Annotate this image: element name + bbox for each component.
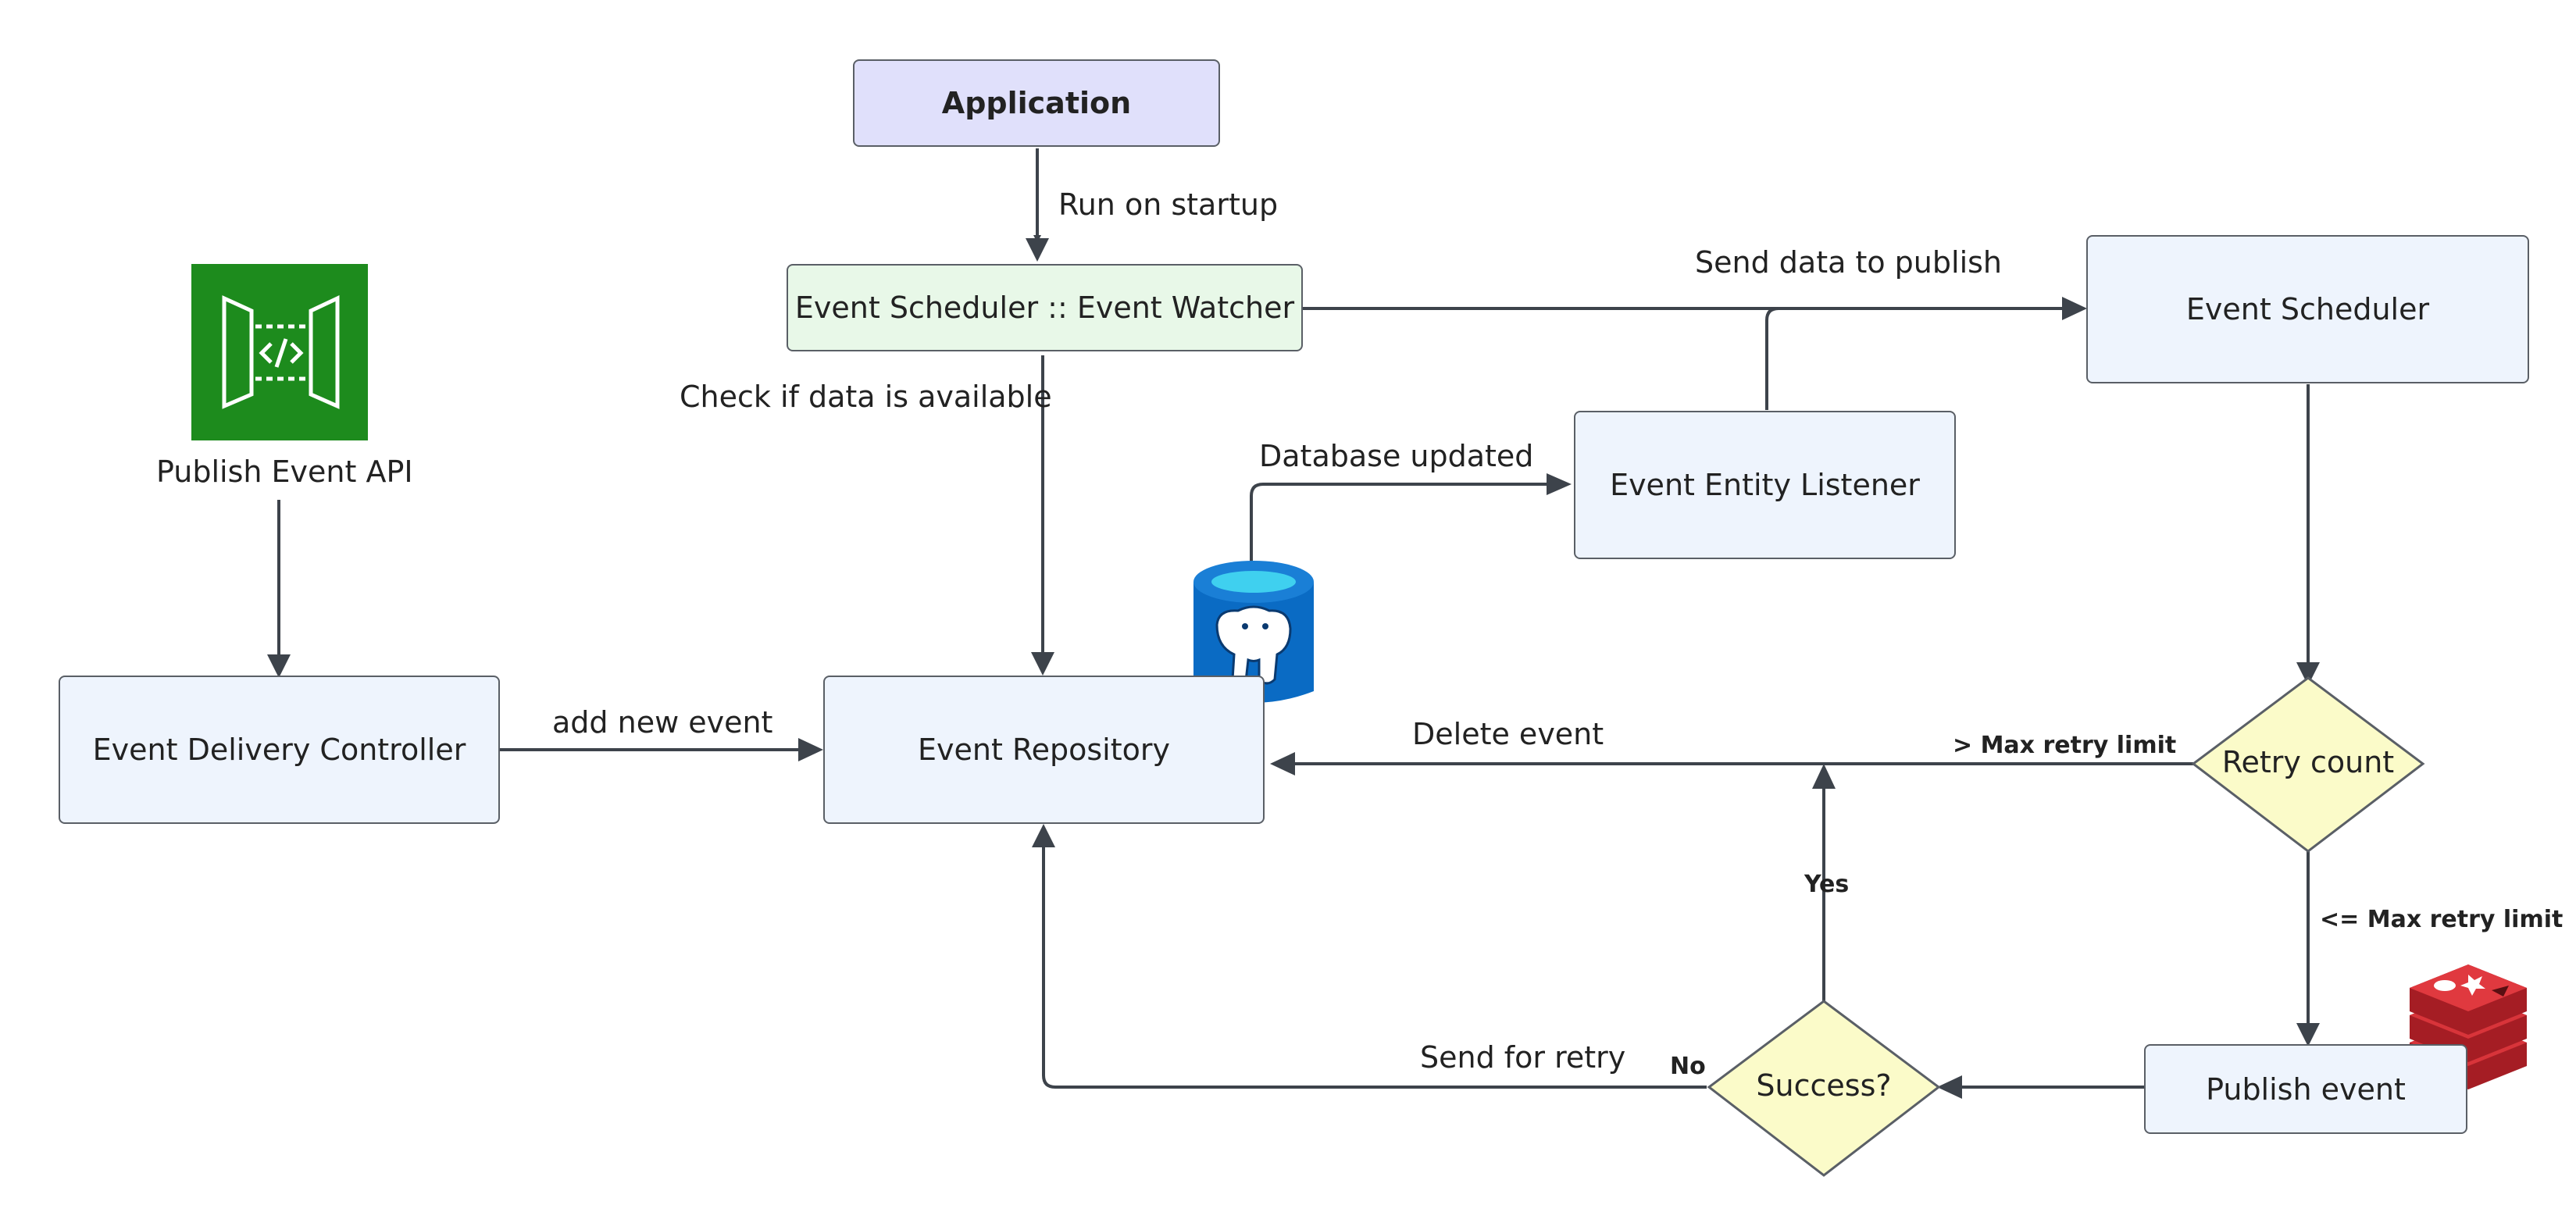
redis-icon <box>2410 964 2527 1089</box>
postgresql-icon <box>1193 561 1314 703</box>
arrowhead <box>1026 238 1049 262</box>
edge-label-run-on-startup: Run on startup <box>1058 187 1279 222</box>
event-watcher-node[interactable]: Event Scheduler :: Event Watcher <box>787 264 1303 351</box>
arrowhead <box>1270 752 1295 775</box>
event-repository-label: Event Repository <box>918 733 1170 767</box>
arrowhead <box>2296 662 2320 686</box>
application-label: Application <box>941 86 1132 120</box>
edge-label-yes: Yes <box>1804 871 1850 898</box>
retry-count-diamond <box>2191 676 2425 853</box>
success-label[interactable]: Success? <box>1756 1068 1892 1103</box>
edge-label-gt-max-retry: > Max retry limit <box>1953 732 2177 759</box>
edge-label-add-new-event: add new event <box>552 705 773 740</box>
publish-event-api-label: Publish Event API <box>156 455 413 489</box>
arrowhead <box>1031 652 1054 676</box>
event-scheduler-node[interactable]: Event Scheduler <box>2086 235 2529 383</box>
event-repository-node[interactable]: Event Repository <box>823 676 1265 824</box>
retry-count-label[interactable]: Retry count <box>2221 745 2395 779</box>
event-delivery-controller-label: Event Delivery Controller <box>92 733 466 767</box>
arrowhead <box>1547 473 1572 495</box>
edge-success-no <box>1042 840 1707 1089</box>
event-scheduler-label: Event Scheduler <box>2185 292 2430 326</box>
publish-event-label: Publish event <box>2206 1071 2406 1107</box>
edge-label-database-updated: Database updated <box>1259 439 1534 473</box>
event-delivery-controller-node[interactable]: Event Delivery Controller <box>59 676 500 824</box>
application-node[interactable]: Application <box>853 59 1220 147</box>
edge-label-delete-event: Delete event <box>1412 717 1604 751</box>
arrowhead <box>1812 764 1836 789</box>
success-diamond <box>1707 1000 1941 1177</box>
edge-db-to-listener <box>1250 483 1554 562</box>
edge-listener-to-scheduler <box>1765 307 1779 410</box>
event-watcher-label: Event Scheduler :: Event Watcher <box>794 291 1295 325</box>
edge-label-send-for-retry: Send for retry <box>1420 1040 1626 1075</box>
edge-label-send-data-to-publish: Send data to publish <box>1695 245 2003 280</box>
event-entity-listener-label: Event Entity Listener <box>1610 468 1920 502</box>
publish-event-node[interactable]: Publish event <box>2144 1044 2467 1134</box>
api-gateway-icon <box>191 264 368 440</box>
arrowhead <box>798 738 823 761</box>
edge-label-check-data: Check if data is available <box>680 380 1052 414</box>
arrowhead <box>2062 297 2087 320</box>
arrowhead <box>1937 1075 1962 1099</box>
arrowhead <box>2296 1023 2320 1046</box>
edge-label-le-max-retry: <= Max retry limit <box>2320 906 2564 933</box>
edge-label-no: No <box>1670 1053 1706 1080</box>
event-entity-listener-node[interactable]: Event Entity Listener <box>1574 411 1956 559</box>
arrowhead <box>267 654 291 678</box>
arrowhead <box>1032 824 1055 847</box>
